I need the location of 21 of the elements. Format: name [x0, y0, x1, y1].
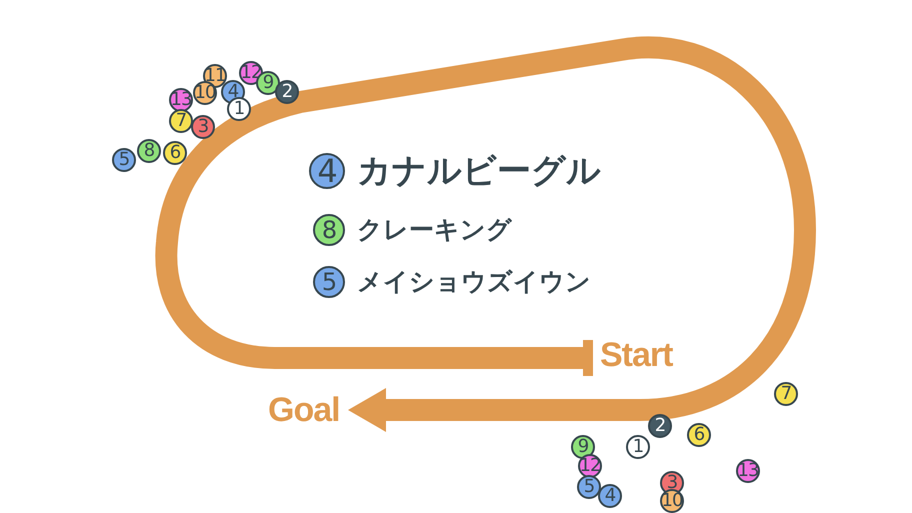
horse-number-marker: 6	[163, 141, 187, 165]
horse-number-marker: 4	[598, 484, 622, 508]
horse-number-marker: 4	[309, 153, 345, 189]
horse-name: カナルビーグル	[357, 150, 601, 192]
horse-number-marker: 9	[571, 435, 595, 459]
horse-name: クレーキング	[357, 215, 512, 245]
horse-number-marker: 5	[313, 266, 345, 298]
horse-number-marker: 3	[191, 115, 215, 139]
horse-number-marker: 8	[313, 214, 345, 246]
horse-name: メイショウズイウン	[357, 267, 591, 297]
horse-number-marker: 6	[687, 423, 711, 447]
course-label: Start	[600, 338, 672, 372]
track-arrow	[156, 36, 816, 432]
course-label: Goal	[268, 393, 340, 427]
horse-number-marker: 5	[577, 475, 601, 499]
horse-number-marker: 7	[774, 382, 798, 406]
horse-number-marker: 7	[169, 109, 193, 133]
horse-number-marker: 8	[137, 139, 161, 163]
horse-number-marker: 5	[112, 148, 136, 172]
horse-number-marker: 1	[626, 435, 650, 459]
horse-number-marker: 2	[648, 414, 672, 438]
